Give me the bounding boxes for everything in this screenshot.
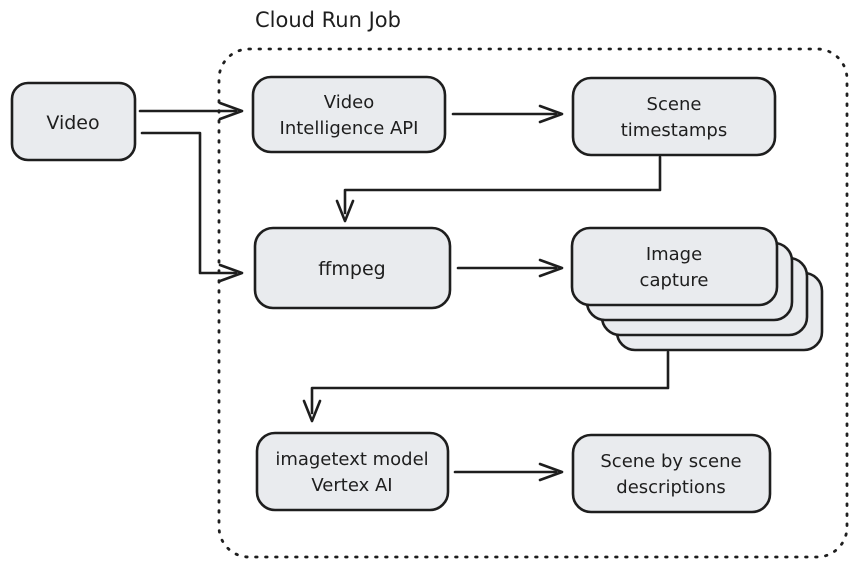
node-ffmpeg: ffmpeg: [253, 226, 452, 310]
node-scene-timestamps-label-line1: Scene: [647, 94, 702, 115]
edge-imagetext-model-to-scene-descriptions: [453, 462, 564, 482]
node-image-capture-label-line1: Image: [646, 244, 702, 265]
arrowhead-right-icon: [538, 462, 564, 482]
node-scene-timestamps-label-line2: timestamps: [621, 120, 727, 141]
node-video-box: [10, 81, 137, 162]
edge-line: [140, 131, 238, 275]
node-video-intelligence-api-box: [251, 75, 447, 154]
edge-video-to-ffmpeg: [140, 131, 244, 283]
image-capture-stack-card-1: [570, 226, 779, 307]
node-image-capture-label-line2: capture: [640, 270, 709, 291]
arrowhead-right-icon: [218, 263, 244, 283]
node-video-label: Video: [46, 112, 99, 134]
node-scene-descriptions-label-line2: descriptions: [616, 477, 725, 498]
node-scene-descriptions: Scene by scene descriptions: [571, 433, 772, 514]
node-scene-timestamps-box: [571, 76, 777, 157]
edge-ffmpeg-to-image-capture: [456, 258, 564, 278]
node-scene-descriptions-label-line1: Scene by scene: [600, 451, 741, 472]
arrowhead-down-icon: [335, 199, 355, 223]
node-imagetext-model-label-line2: Vertex AI: [311, 475, 392, 496]
arrowhead-right-icon: [538, 258, 564, 278]
node-video: Video: [10, 81, 137, 162]
arrowhead-down-icon: [302, 399, 322, 423]
edge-image-capture-to-imagetext-model: [302, 350, 670, 423]
edge-line: [343, 155, 662, 215]
node-image-capture: Image capture: [570, 226, 824, 352]
node-video-intelligence-api: Video Intelligence API: [251, 75, 447, 154]
node-ffmpeg-box: [253, 226, 452, 310]
arrowhead-right-icon: [218, 101, 244, 121]
node-imagetext-model: imagetext model Vertex AI: [255, 431, 450, 512]
arrowhead-right-icon: [538, 104, 564, 124]
node-imagetext-model-label-line1: imagetext model: [275, 449, 428, 470]
cloud-run-job-container: Cloud Run Job: [217, 8, 849, 559]
container-title: Cloud Run Job: [255, 8, 401, 32]
edge-video-to-video-intelligence-api: [138, 101, 244, 121]
node-scene-timestamps: Scene timestamps: [571, 76, 777, 157]
node-scene-descriptions-box: [571, 433, 772, 514]
edge-video-intelligence-api-to-scene-timestamps: [451, 104, 564, 124]
node-ffmpeg-label: ffmpeg: [318, 258, 385, 280]
edge-line: [310, 350, 670, 415]
node-video-intelligence-api-label-line1: Video: [324, 92, 374, 113]
edge-scene-timestamps-to-ffmpeg: [335, 155, 662, 223]
node-video-intelligence-api-label-line2: Intelligence API: [280, 118, 419, 139]
node-imagetext-model-box: [255, 431, 450, 512]
container-dotted-border: [217, 47, 849, 559]
